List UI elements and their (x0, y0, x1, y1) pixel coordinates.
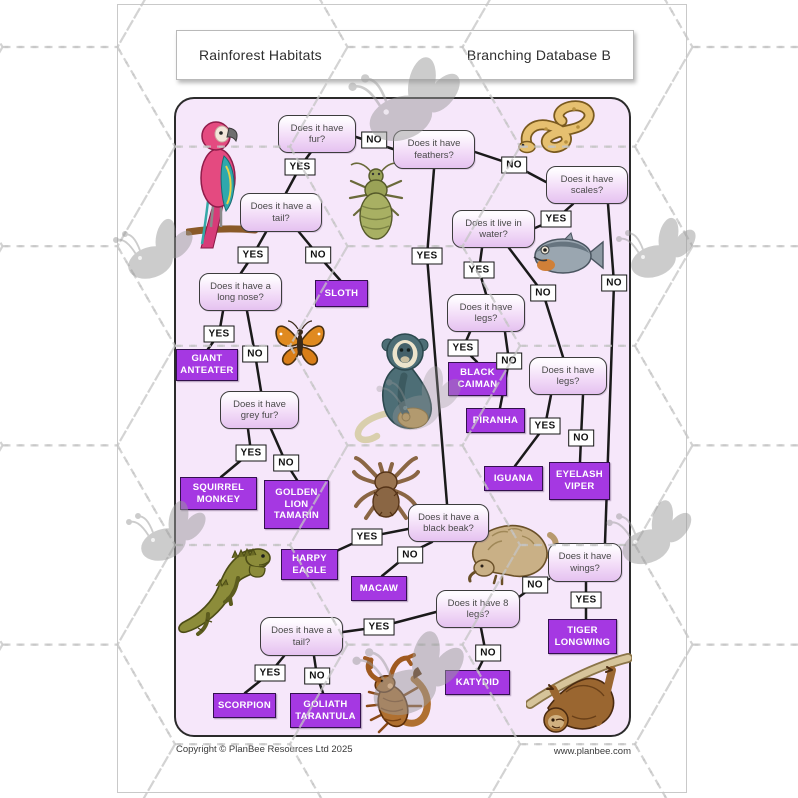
scorpion-illustration (357, 648, 437, 755)
footer-copyright: Copyright © PlanBee Resources Ltd 2025 (176, 744, 353, 755)
badge-no-long_nose-to-grey_fur: NO (242, 345, 268, 363)
question-legs1: Does it have legs? (447, 294, 525, 332)
badge-yes-wings-to-tiger_longwing: YES (570, 591, 602, 609)
hexagon-watermark (0, 638, 4, 652)
question-feathers: Does it have feathers? (393, 130, 475, 169)
badge-no-feathers-to-scales: NO (501, 156, 527, 174)
piranha-illustration (531, 231, 605, 284)
badge-no-scales-to-wings: NO (601, 274, 627, 292)
butterfly-illustration (271, 316, 329, 374)
badge-yes-eight_legs-to-tail_bottom: YES (363, 618, 395, 636)
badge-yes-water-to-legs1: YES (463, 261, 495, 279)
answer-golden-lion-tamarin: GOLDEN LION TAMARIN (264, 480, 329, 529)
badge-no-water-to-legs2: NO (530, 284, 556, 302)
question-water: Does it live in water? (452, 210, 535, 248)
badge-no-tail_bottom-to-goliath_tarantula: NO (304, 667, 330, 685)
question-tail-bottom: Does it have a tail? (260, 617, 343, 656)
badge-yes-scales-to-water: YES (540, 210, 572, 228)
answer-tiger-longwing: TIGER LONGWING (548, 619, 617, 654)
footer-website-link: www.planbee.com (553, 746, 631, 757)
question-black-beak: Does it have a black beak? (408, 504, 489, 542)
scarlet-macaw-illustration (184, 106, 259, 256)
badge-yes-feathers-to-black_beak: YES (411, 247, 443, 265)
question-scales: Does it have scales? (546, 166, 628, 204)
header-bar: Rainforest Habitats Branching Database B (176, 30, 634, 80)
page-subtitle: Branching Database B (466, 47, 611, 63)
badge-yes-tail_top-to-long_nose: YES (237, 246, 269, 264)
badge-no-grey_fur-to-golden_lion_tamarin: NO (273, 454, 299, 472)
page-title: Rainforest Habitats (199, 47, 322, 63)
badge-no-fur-to-feathers: NO (361, 131, 387, 149)
question-legs2: Does it have legs? (529, 357, 607, 395)
question-eight-legs: Does it have 8 legs? (436, 590, 520, 628)
answer-scorpion: SCORPION (213, 693, 276, 718)
badge-yes-long_nose-to-giant_anteater: YES (203, 325, 235, 343)
badge-yes-fur-to-tail_top: YES (284, 158, 316, 176)
badge-no-wings-to-eight_legs: NO (522, 576, 548, 594)
badge-no-black_beak-to-macaw: NO (397, 546, 423, 564)
answer-iguana: IGUANA (484, 466, 543, 491)
answer-eyelash-viper: EYELASH VIPER (549, 462, 610, 500)
badge-no-tail_top-to-sloth: NO (305, 246, 331, 264)
question-wings: Does it have wings? (548, 543, 622, 582)
question-grey-fur: Does it have grey fur? (220, 391, 299, 429)
badge-no-eight_legs-to-katydid: NO (475, 644, 501, 662)
badge-yes-tail_bottom-to-scorpion: YES (254, 664, 286, 682)
answer-goliath-tarantula: GOLIATH TARANTULA (290, 693, 361, 728)
hexagon-watermark (0, 239, 4, 253)
question-fur: Does it have fur? (278, 115, 356, 153)
aphid-insect-illustration (347, 158, 405, 249)
question-tail-top: Does it have a tail? (240, 193, 322, 232)
hexagon-watermark (0, 40, 4, 54)
badge-no-legs1-to-piranha: NO (496, 352, 522, 370)
hexagon-watermark (0, 744, 3, 798)
monkey-illustration (350, 314, 440, 451)
hexagon-watermark (0, 438, 4, 452)
question-long-nose: Does it have a long nose? (199, 273, 282, 311)
badge-yes-black_beak-to-harpy_eagle: YES (351, 528, 383, 546)
answer-piranha: PIRANHA (466, 408, 525, 433)
badge-yes-legs2-to-iguana: YES (529, 417, 561, 435)
answer-macaw: MACAW (351, 576, 407, 601)
badge-no-legs2-to-eyelash_viper: NO (568, 429, 594, 447)
answer-katydid: KATYDID (445, 670, 510, 695)
answer-giant-anteater: GIANT ANTEATER (176, 349, 238, 381)
badge-yes-grey_fur-to-squirrel_monkey: YES (235, 444, 267, 462)
badge-yes-legs1-to-black_caiman: YES (447, 339, 479, 357)
answer-harpy-eagle: HARPY EAGLE (281, 549, 338, 580)
boa-snake-illustration (516, 96, 604, 165)
sloth-illustration (525, 646, 633, 753)
answer-squirrel-monkey: SQUIRREL MONKEY (180, 477, 257, 510)
answer-sloth: SLOTH (315, 280, 368, 307)
